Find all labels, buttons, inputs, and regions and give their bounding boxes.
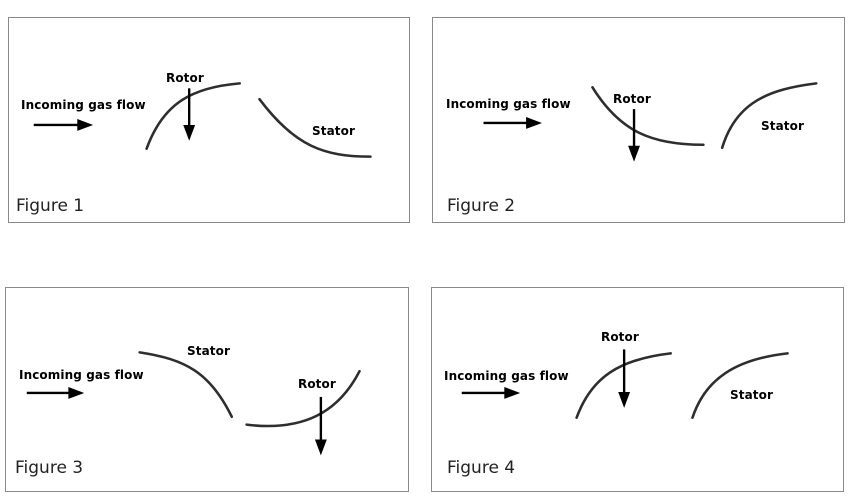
figure-caption: Figure 2 (447, 196, 516, 216)
stator-label: Stator (761, 119, 804, 133)
rotor-motion-arrow (628, 109, 640, 162)
figure-3-panel: Incoming gas flow Stator Rotor Figure 3 (5, 287, 409, 492)
stator-blade (720, 82, 818, 150)
incoming-flow-arrow (33, 119, 94, 131)
rotor-blade (591, 86, 705, 147)
stator-label: Stator (730, 388, 773, 402)
stator-blade (691, 352, 789, 420)
figure-1-diagram (33, 82, 372, 158)
stator-label: Stator (312, 124, 355, 138)
rotor-blade (245, 369, 361, 428)
rotor-blade (575, 352, 672, 420)
incoming-flow-arrow (483, 117, 542, 129)
rotor-label: Rotor (601, 330, 639, 344)
figure-2-panel: Incoming gas flow Rotor Stator Figure 2 (432, 17, 845, 223)
rotor-motion-arrow (618, 349, 631, 408)
stator-label: Stator (187, 344, 230, 358)
rotor-blade (145, 82, 241, 151)
incoming-flow-arrow (461, 387, 521, 399)
incoming-gas-flow-label: Incoming gas flow (446, 97, 571, 111)
figure-2-diagram (483, 82, 818, 162)
figure-1-panel: Incoming gas flow Rotor Stator Figure 1 (8, 17, 410, 223)
incoming-gas-flow-label: Incoming gas flow (19, 368, 144, 382)
rotor-label: Rotor (166, 71, 204, 85)
incoming-flow-arrow (26, 387, 85, 399)
rotor-motion-arrow (183, 88, 196, 141)
stator-blade (138, 351, 234, 419)
rotor-label: Rotor (298, 377, 336, 391)
rotor-label: Rotor (613, 92, 651, 106)
figure-4-diagram (461, 349, 789, 420)
incoming-gas-flow-label: Incoming gas flow (444, 369, 569, 383)
stator-blade (258, 97, 372, 158)
figure-3-diagram (26, 351, 361, 456)
figure-caption: Figure 1 (16, 196, 85, 216)
figure-caption: Figure 4 (447, 458, 516, 478)
rotor-motion-arrow (314, 396, 327, 456)
figure-4-panel: Incoming gas flow Rotor Stator Figure 4 (431, 287, 844, 492)
incoming-gas-flow-label: Incoming gas flow (21, 98, 146, 112)
figure-caption: Figure 3 (15, 458, 84, 478)
